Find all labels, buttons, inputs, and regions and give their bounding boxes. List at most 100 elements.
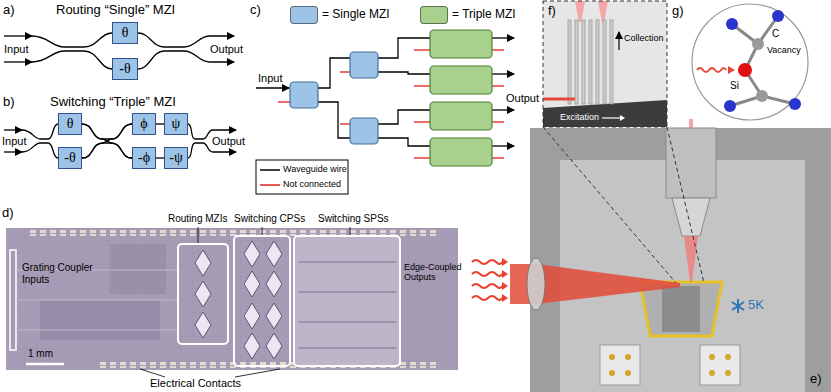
region-label: Switching CPSs bbox=[234, 213, 305, 225]
silicon-vacancy bbox=[728, 66, 735, 74]
light-arrows bbox=[472, 284, 502, 288]
silicon-vacancy bbox=[724, 100, 736, 112]
pillar-inset bbox=[575, 20, 578, 104]
panel-letter: e) bbox=[810, 372, 822, 387]
chip-photo bbox=[16, 300, 178, 301]
chip-photo bbox=[244, 303, 260, 329]
chip-photo bbox=[298, 292, 396, 293]
mzi-tree bbox=[414, 121, 430, 122]
beam-label: Excitation bbox=[560, 112, 599, 122]
waveguide-edge bbox=[82, 124, 132, 158]
port-label: Input bbox=[2, 135, 26, 148]
cryostat bbox=[709, 354, 715, 360]
mzi-tree bbox=[290, 52, 378, 144]
cryostat bbox=[725, 354, 731, 360]
chip-photo bbox=[266, 271, 282, 297]
silicon-vacancy bbox=[789, 98, 801, 110]
mzi-tree bbox=[430, 30, 492, 166]
cryostat bbox=[684, 236, 698, 282]
mzi-tree bbox=[278, 101, 290, 102]
chip-photo bbox=[266, 303, 282, 329]
chip-photo bbox=[298, 262, 396, 348]
mzi-tree bbox=[290, 82, 318, 108]
waveguide-edge bbox=[156, 157, 164, 158]
pillar-inset bbox=[620, 115, 625, 121]
panel-letter: c) bbox=[250, 3, 261, 18]
pillar-inset bbox=[543, 98, 575, 101]
phase-shifter-box: ψ bbox=[164, 113, 188, 135]
silicon-vacancy bbox=[726, 18, 738, 30]
mzi-tree bbox=[350, 118, 378, 144]
cryostat bbox=[609, 370, 615, 376]
phase-shifter-box: -ψ bbox=[164, 147, 188, 169]
waveguide bbox=[4, 151, 22, 152]
cryostat bbox=[725, 370, 731, 376]
region-label: Electrical Contacts bbox=[150, 377, 241, 390]
chip-photo bbox=[195, 281, 211, 307]
waveguide-edge bbox=[82, 143, 132, 158]
phase-label: θ bbox=[122, 26, 129, 40]
chip-photo bbox=[262, 227, 263, 235]
phase-shifter-box: ϕ bbox=[132, 113, 156, 135]
chip-photo bbox=[298, 322, 396, 323]
cryostat bbox=[662, 286, 700, 332]
cryostat bbox=[543, 127, 676, 283]
cryostat bbox=[732, 302, 744, 310]
light-arrowheads bbox=[502, 258, 508, 302]
mzi-tree bbox=[260, 184, 280, 186]
chip-photo bbox=[350, 227, 351, 235]
chip-photo bbox=[40, 300, 160, 340]
cryostat bbox=[609, 354, 731, 376]
mzi-tree bbox=[492, 73, 514, 74]
pillar-inset bbox=[596, 20, 599, 104]
mzi-tree bbox=[492, 85, 504, 86]
cryostat bbox=[510, 119, 831, 392]
light-arrowheads bbox=[502, 282, 508, 290]
chip-photo bbox=[110, 244, 166, 294]
chip-photo bbox=[16, 330, 178, 331]
cryostat bbox=[625, 370, 631, 376]
atom-label: Si bbox=[730, 80, 739, 92]
cryostat bbox=[600, 345, 640, 385]
silicon-vacancy bbox=[692, 4, 808, 120]
cryostat bbox=[527, 258, 545, 310]
legend-text: = Triple MZI bbox=[452, 8, 516, 22]
chip-photo bbox=[244, 241, 282, 359]
chip-photo bbox=[195, 250, 211, 338]
mzi-tree bbox=[256, 30, 514, 194]
silicon-vacancy bbox=[692, 4, 808, 120]
phase-label: -ϕ bbox=[138, 151, 150, 165]
phase-shifter-box: θ bbox=[58, 113, 82, 135]
mzi-tree bbox=[378, 138, 430, 146]
port-label: Input bbox=[258, 72, 282, 85]
legend-swatch bbox=[420, 6, 448, 24]
legend-swatch bbox=[290, 6, 318, 24]
silicon-vacancy bbox=[772, 10, 784, 22]
chip-photo bbox=[26, 363, 64, 366]
mzi-tree bbox=[430, 102, 492, 130]
chip-photo bbox=[195, 250, 211, 276]
mzi-tree bbox=[378, 38, 430, 58]
mzi-tree bbox=[260, 169, 280, 171]
chip-photo bbox=[235, 369, 280, 377]
chip-photo bbox=[178, 244, 228, 344]
phase-shifter-box: -ϕ bbox=[132, 147, 156, 169]
phase-label: -ψ bbox=[169, 151, 182, 165]
pillar-inset bbox=[543, 1, 667, 127]
mzi-tree bbox=[340, 71, 350, 72]
light-arrows bbox=[472, 260, 502, 264]
waveguide bbox=[22, 124, 58, 139]
waveguide bbox=[4, 129, 22, 130]
port-label: Output bbox=[506, 92, 539, 105]
pillar-inset bbox=[589, 20, 592, 104]
silicon-vacancy bbox=[697, 68, 726, 72]
chip-photo bbox=[298, 348, 396, 349]
cryostat bbox=[709, 370, 715, 376]
waveguide-edge bbox=[156, 123, 164, 124]
panel-letter: g) bbox=[672, 4, 684, 19]
region-label: Routing MZIs bbox=[168, 213, 227, 225]
panel-letter: b) bbox=[3, 95, 15, 110]
chip-photo bbox=[266, 333, 282, 359]
chip-photo bbox=[244, 271, 260, 297]
chip-photo bbox=[6, 227, 458, 377]
